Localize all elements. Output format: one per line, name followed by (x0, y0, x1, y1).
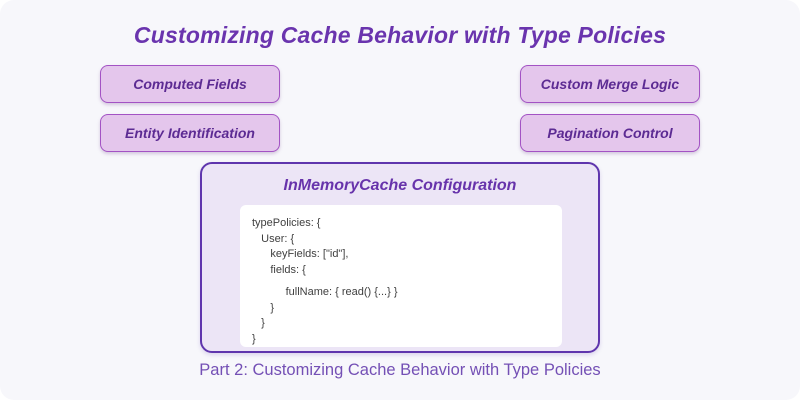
feature-box-label: Computed Fields (133, 76, 247, 92)
code-line: fullName: { read() {...} } (252, 286, 398, 298)
feature-box-custom-merge-logic: Custom Merge Logic (520, 65, 700, 103)
feature-box-label: Entity Identification (125, 125, 255, 141)
code-line: User: { (252, 232, 295, 245)
code-line: typePolicies: { (252, 217, 321, 229)
inmemorycache-config-panel: InMemoryCache Configuration typePolicies… (200, 162, 600, 353)
code-line: fields: { (252, 263, 306, 276)
feature-box-label: Pagination Control (547, 125, 673, 141)
page-title: Customizing Cache Behavior with Type Pol… (133, 22, 667, 48)
code-line: } (252, 301, 275, 314)
code-line: keyFields: ["id"], (252, 248, 349, 260)
feature-box-entity-identification: Entity Identification (100, 114, 280, 152)
type-policies-code-block: typePolicies: { User: { keyFields: ["id"… (240, 205, 562, 347)
feature-box-label: Custom Merge Logic (540, 76, 680, 92)
code-line: } (252, 332, 256, 345)
feature-box-pagination-control: Pagination Control (520, 114, 700, 152)
panel-title: InMemoryCache Configuration (283, 177, 517, 194)
feature-box-computed-fields: Computed Fields (100, 65, 280, 103)
part-caption: Part 2: Customizing Cache Behavior with … (199, 361, 601, 379)
code-line: } (252, 317, 265, 329)
